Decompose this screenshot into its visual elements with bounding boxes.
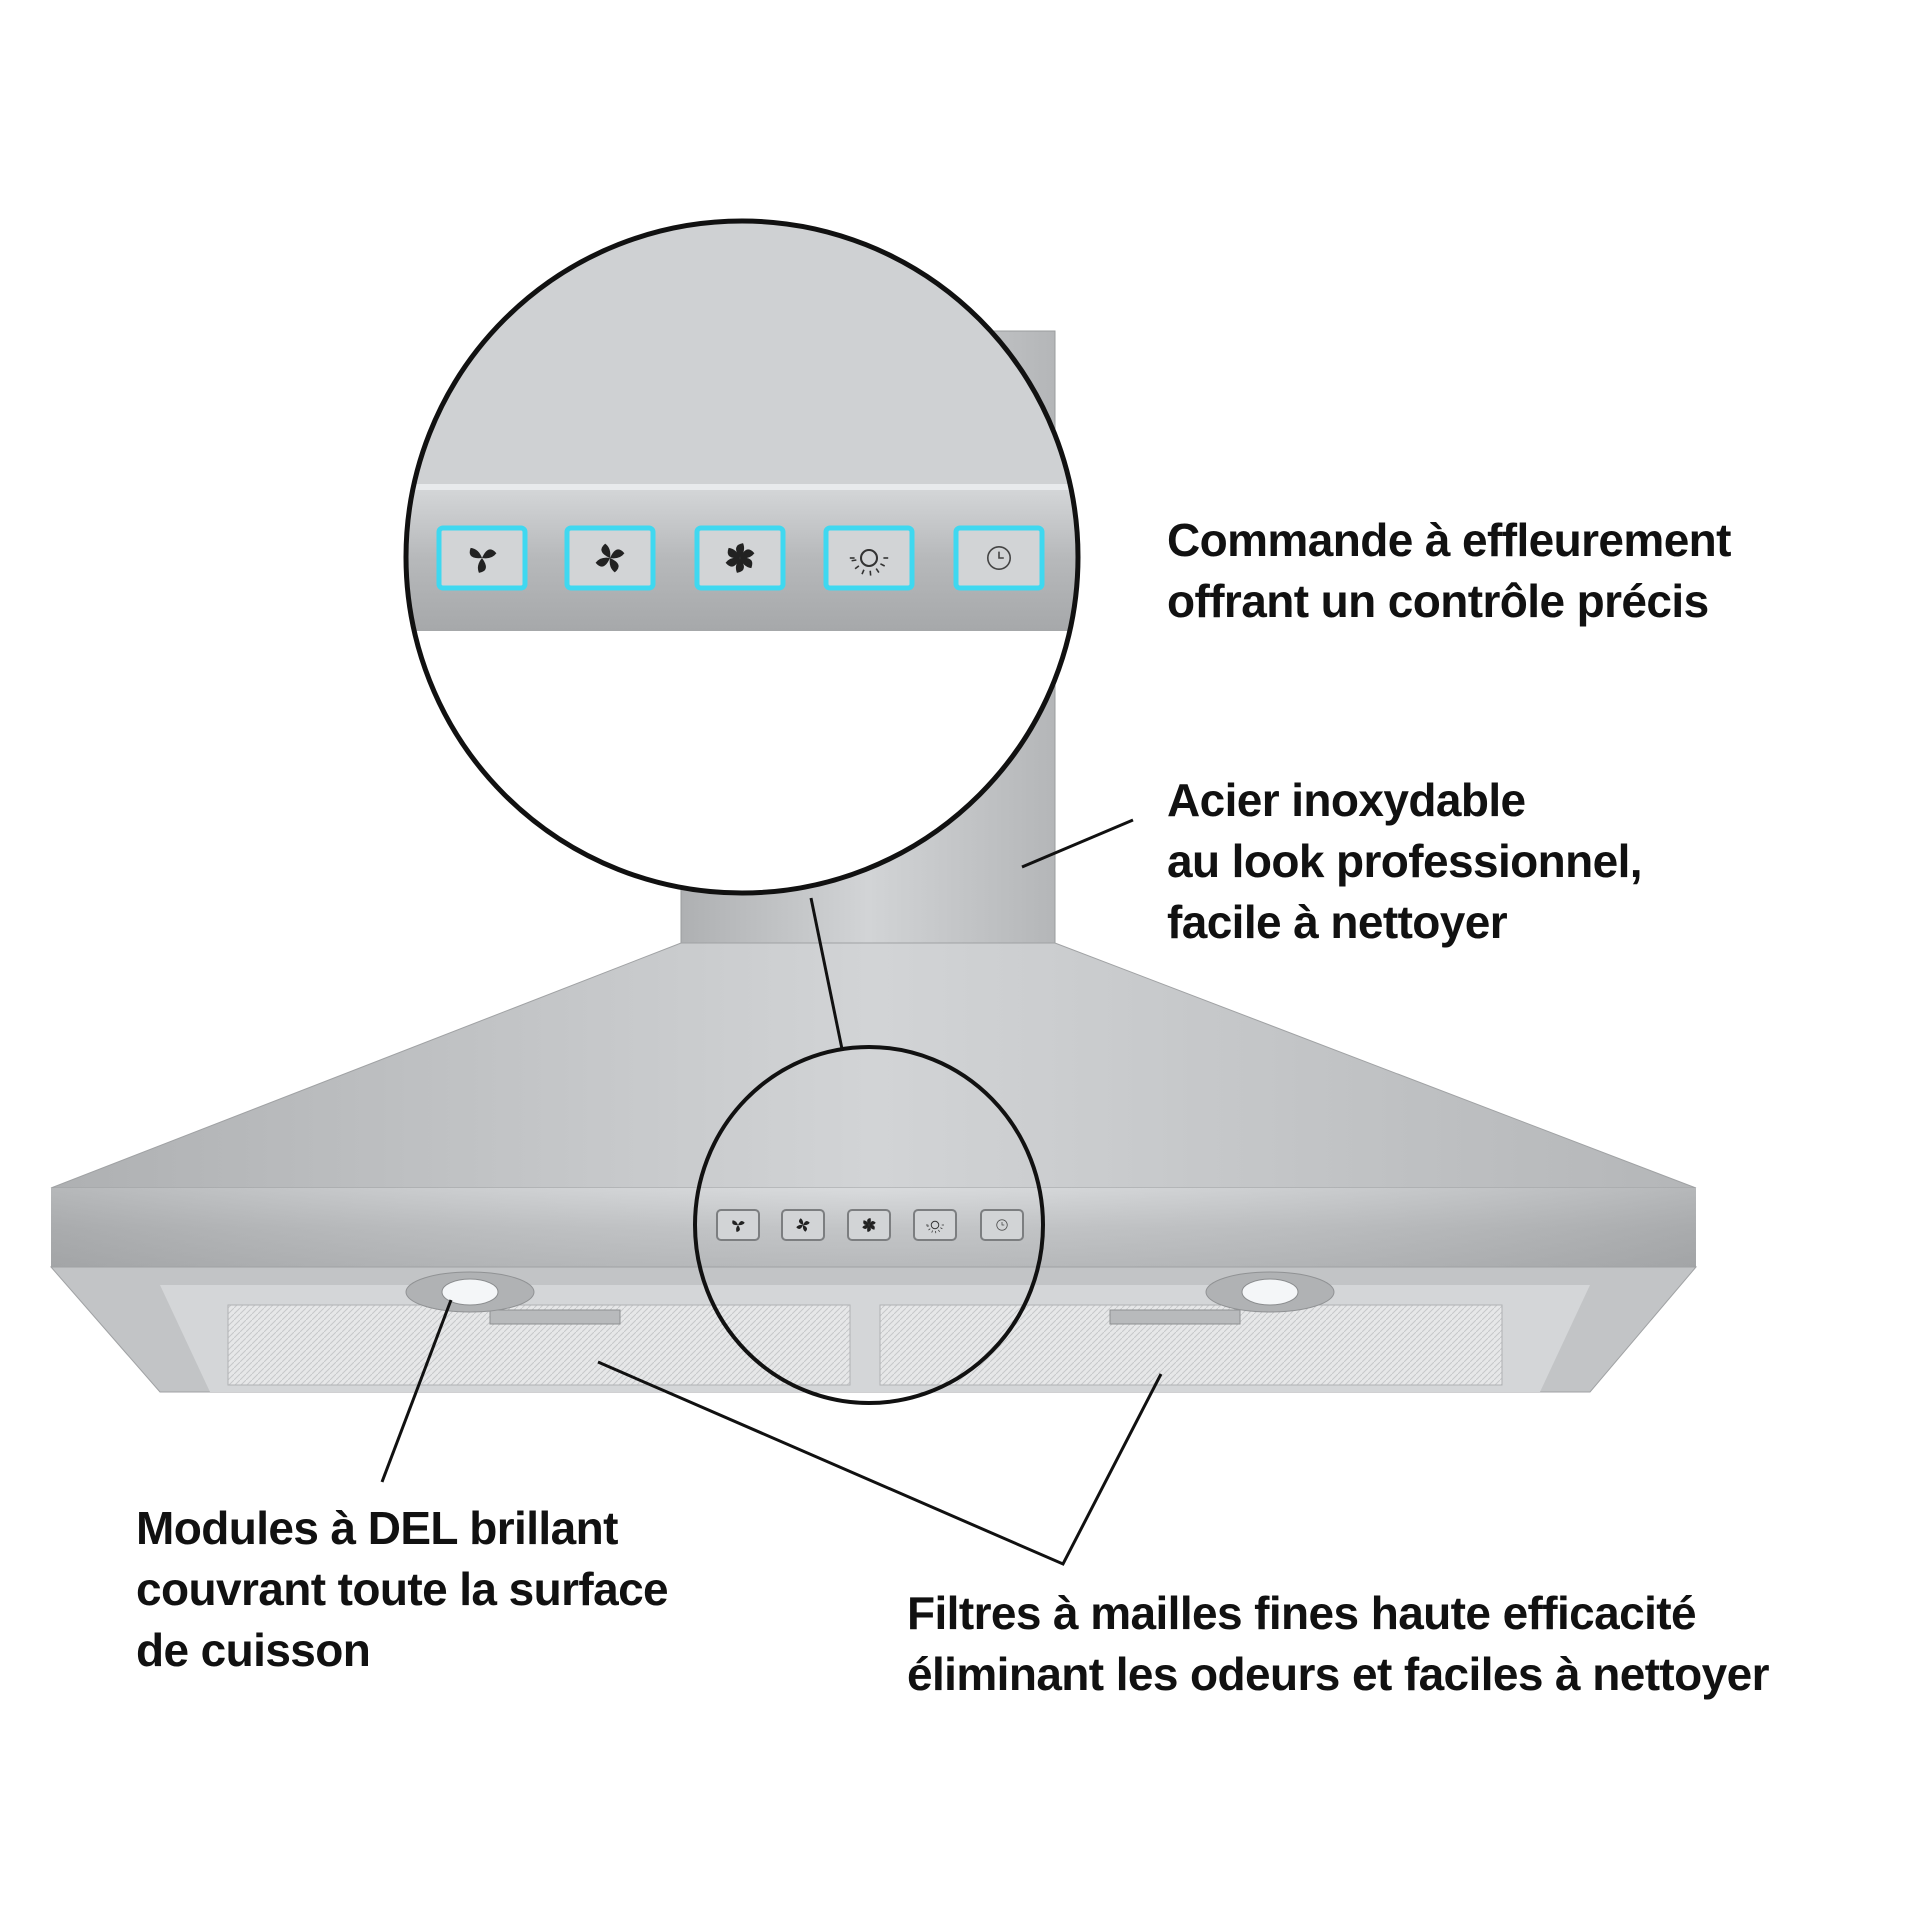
fan-low-button[interactable] <box>436 525 528 591</box>
callout-led-modules: Modules à DEL brillant couvrant toute la… <box>136 1498 669 1681</box>
leader-led <box>380 1299 453 1483</box>
control-panel-small <box>716 1209 1024 1241</box>
callout-line: facile à nettoyer <box>1167 896 1508 948</box>
callout-line: Filtres à mailles fines haute efficacité <box>907 1587 1697 1639</box>
light-button[interactable] <box>823 525 915 591</box>
fan-medium-button[interactable] <box>781 1209 825 1241</box>
fan-high-icon <box>725 543 755 573</box>
fan-medium-icon <box>796 1218 810 1232</box>
fan-low-button[interactable] <box>716 1209 760 1241</box>
callout-line: éliminant les odeurs et faciles à nettoy… <box>907 1648 1770 1700</box>
callout-line: couvrant toute la surface <box>136 1563 669 1615</box>
callout-touch-control: Commande à effleurement offrant un contr… <box>1167 510 1732 632</box>
leader-steel <box>1021 818 1134 869</box>
fan-high-button[interactable] <box>847 1209 891 1241</box>
timer-icon <box>986 545 1011 570</box>
callout-line: de cuisson <box>136 1624 371 1676</box>
fan-high-icon <box>862 1218 876 1232</box>
led-light-left <box>405 1271 535 1313</box>
leader-filters <box>597 1360 1163 1566</box>
fan-medium-button[interactable] <box>564 525 656 591</box>
callout-line: offrant un contrôle précis <box>1167 575 1709 627</box>
led-light-right <box>1205 1271 1335 1313</box>
callout-line: Modules à DEL brillant <box>136 1502 618 1554</box>
timer-icon <box>996 1219 1008 1231</box>
callout-line: au look professionnel, <box>1167 835 1643 887</box>
fan-medium-icon <box>595 543 625 573</box>
fan-high-button[interactable] <box>694 525 786 591</box>
detail-circle <box>693 1045 1045 1405</box>
light-button[interactable] <box>913 1209 957 1241</box>
callout-filters: Filtres à mailles fines haute efficacité… <box>907 1583 1770 1705</box>
light-icon <box>926 1220 944 1234</box>
fan-low-icon <box>732 1220 745 1232</box>
filter-right <box>879 1304 1503 1386</box>
callout-stainless-steel: Acier inoxydable au look professionnel, … <box>1167 770 1643 953</box>
callout-line: Acier inoxydable <box>1167 774 1526 826</box>
callout-line: Commande à effleurement <box>1167 514 1732 566</box>
canopy <box>50 942 1697 1189</box>
timer-button[interactable] <box>980 1209 1024 1241</box>
timer-button[interactable] <box>953 525 1045 591</box>
light-icon <box>849 548 889 576</box>
fan-low-icon <box>469 547 497 573</box>
leader-magnifier <box>809 897 844 1050</box>
